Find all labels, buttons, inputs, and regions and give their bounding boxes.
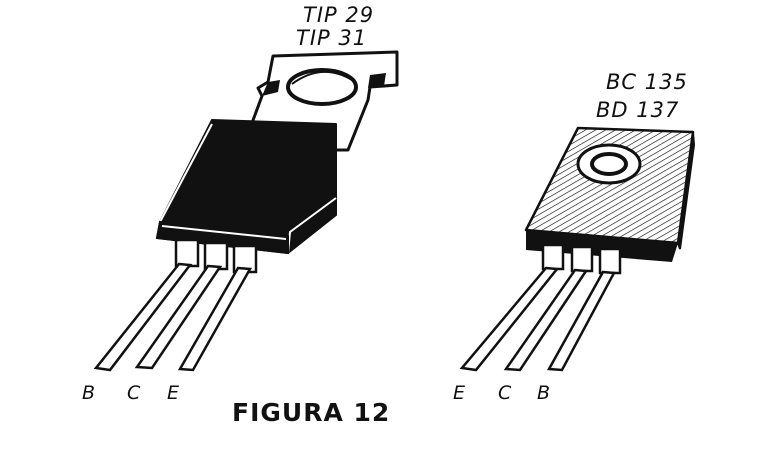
right-pin-label-e: E	[453, 382, 466, 404]
left-model-label-2: TIP 31	[296, 26, 368, 50]
to126-lead-c	[503, 268, 589, 372]
to220-package	[93, 50, 399, 372]
left-pin-label-c: C	[127, 382, 141, 404]
figure-caption: FIGURA 12	[232, 398, 391, 427]
to126-side-face	[676, 131, 696, 250]
to126-lead-e	[459, 266, 560, 372]
to220-tab-notch-right	[368, 73, 386, 88]
right-model-label-1: BC 135	[606, 70, 688, 94]
to220-lead-b	[93, 262, 193, 372]
to126-lead-b	[546, 270, 616, 372]
right-pin-label-c: C	[498, 382, 512, 404]
to126-package	[459, 126, 696, 372]
to126-body-band	[526, 230, 678, 262]
right-model-label-2: BD 137	[596, 98, 680, 122]
to220-lead-c	[134, 264, 223, 370]
right-pin-label-b: B	[537, 382, 551, 404]
left-model-label-1: TIP 29	[303, 3, 375, 27]
left-pin-label-b: B	[82, 382, 96, 404]
to220-tab-notch-left	[262, 80, 280, 96]
left-pin-label-e: E	[167, 382, 180, 404]
to220-lead-e	[177, 266, 253, 372]
to220-mounting-hole	[286, 68, 358, 106]
